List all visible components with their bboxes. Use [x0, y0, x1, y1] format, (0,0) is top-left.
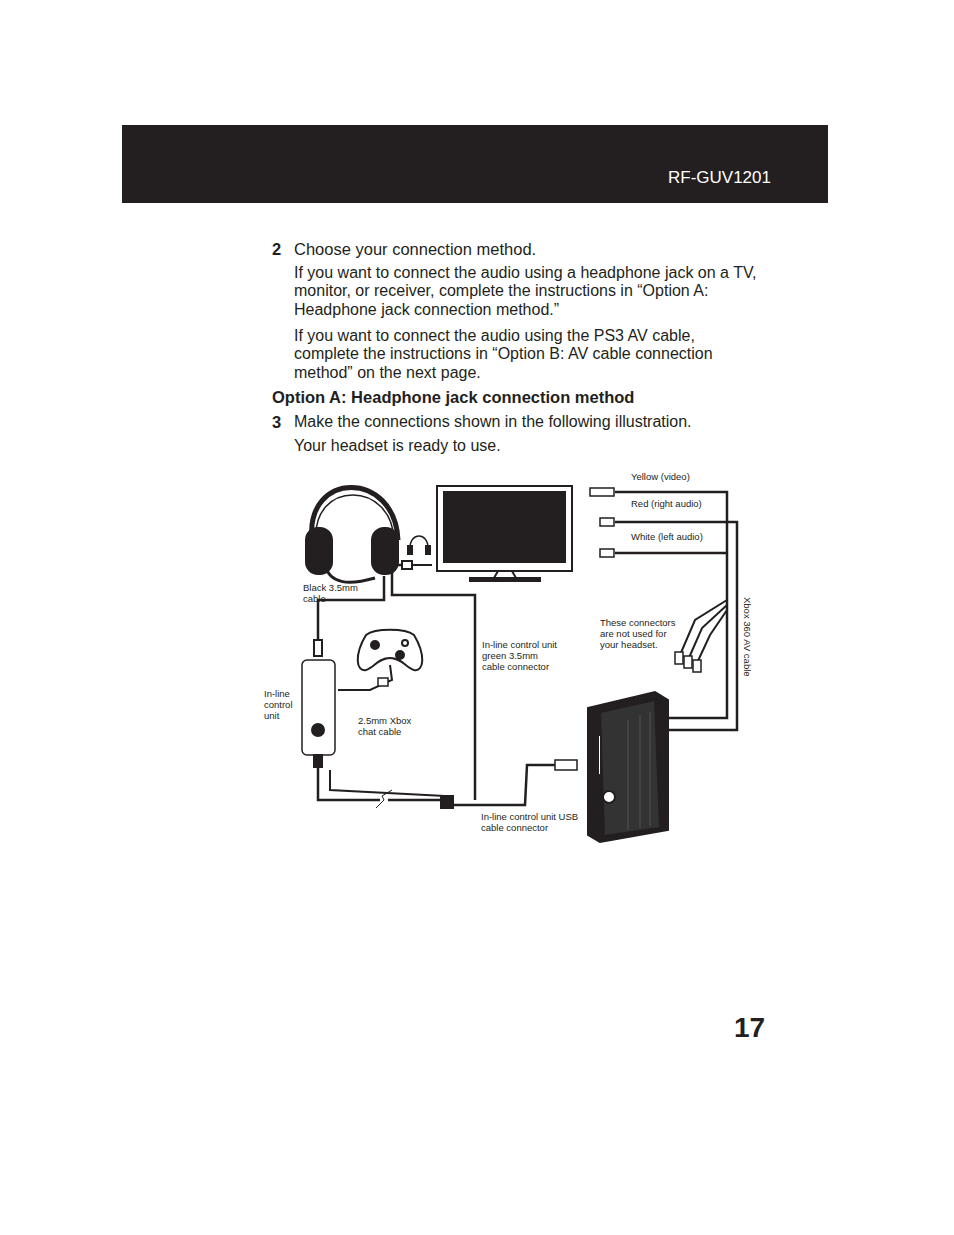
- wire-label: Yellow (video): [631, 472, 690, 483]
- step-text: If you want to connect the audio using t…: [294, 327, 764, 382]
- header-model: RF-GUV1201: [668, 168, 771, 188]
- step-number: 3: [272, 413, 281, 432]
- page-number: 17: [734, 1012, 765, 1044]
- step-text: Your headset is ready to use.: [294, 437, 501, 455]
- cable-label: In-line control unit USB cable connector: [481, 812, 601, 834]
- step-text: Make the connections shown in the follow…: [294, 413, 692, 431]
- wire-label: White (left audio): [631, 532, 703, 543]
- step-text: Choose your connection method.: [294, 240, 536, 259]
- section-heading: Option A: Headphone jack connection meth…: [272, 388, 634, 407]
- step-text: If you want to connect the audio using a…: [294, 264, 764, 319]
- cable-label: Black 3.5mm cable: [303, 583, 375, 605]
- cable-label: 2.5mm Xbox chat cable: [358, 716, 428, 738]
- cable-label: In-line control unit green 3.5mm cable c…: [482, 640, 562, 673]
- part-label: In-line control unit: [264, 689, 304, 722]
- step-number: 2: [272, 240, 281, 259]
- note-label: These connectors are not used for your h…: [600, 618, 684, 651]
- cable-label: Xbox 360 AV cable: [741, 597, 752, 677]
- wire-label: Red (right audio): [631, 499, 702, 510]
